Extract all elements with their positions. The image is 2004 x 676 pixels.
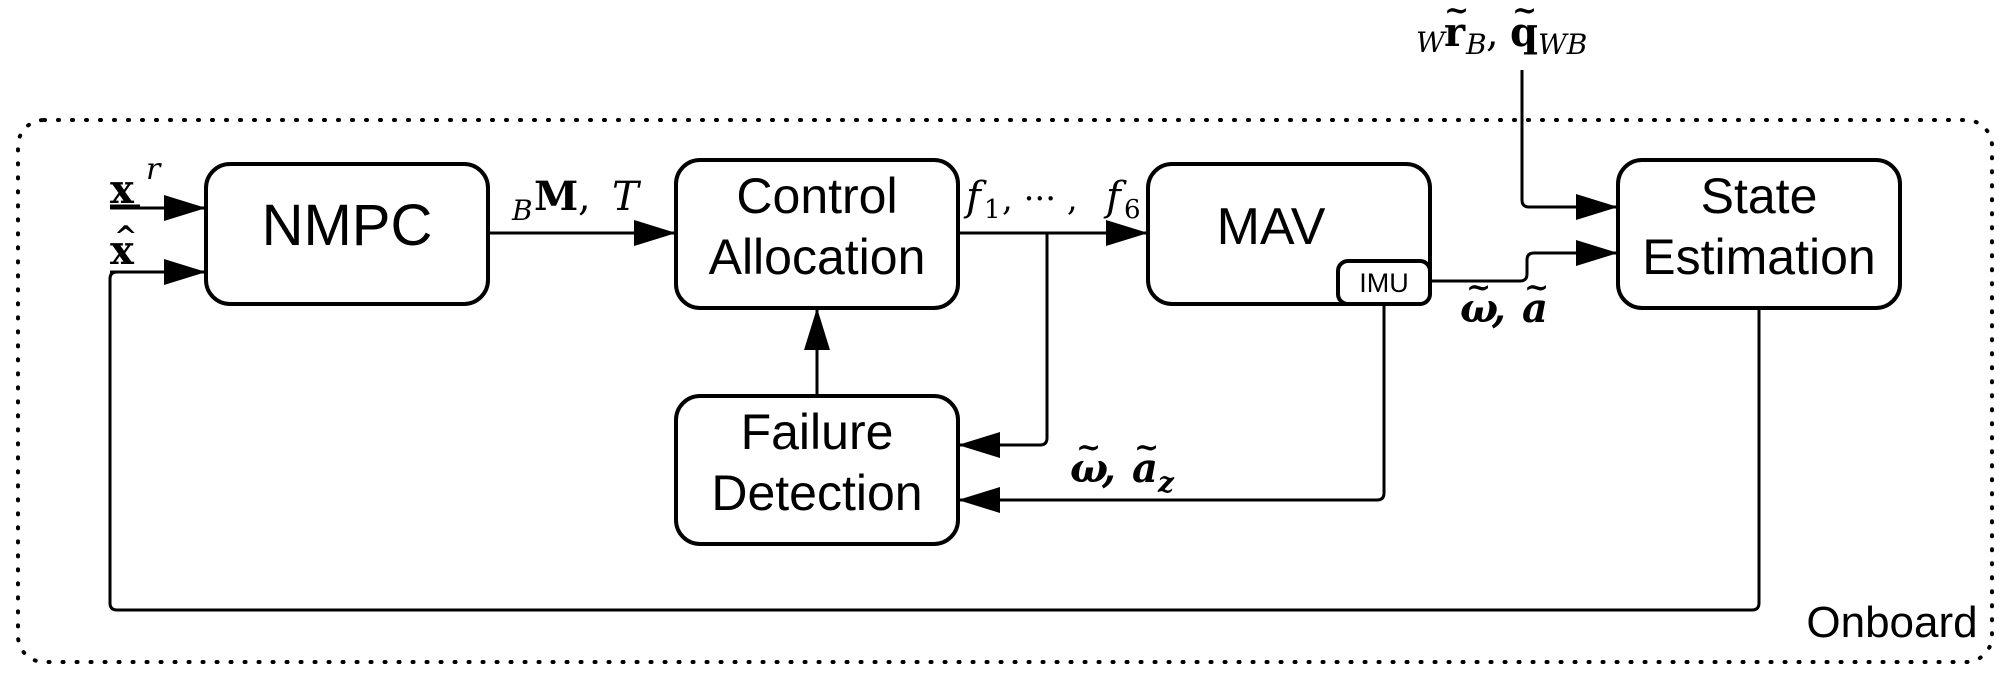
state-estimation-label-line2: Estimation (1642, 229, 1875, 285)
external-pose-label: W ~ r B , ~ q WB (1416, 0, 1587, 61)
imu-to-estimation-arrow (1430, 240, 1618, 283)
svg-text:r: r (146, 152, 162, 187)
estimated-state-label: ^ x (110, 220, 137, 274)
nmpc-label: NMPC (262, 193, 433, 258)
svg-text:~: ~ (1512, 0, 1537, 28)
failure-detection-label-line1: Failure (741, 404, 894, 460)
svg-text:T: T (612, 174, 642, 220)
control-allocation-label-line2: Allocation (709, 229, 926, 285)
svg-text:~: ~ (1076, 430, 1101, 465)
imu-block: IMU (1336, 259, 1432, 306)
reference-state-label: x r (110, 152, 162, 213)
svg-text:,: , (1491, 285, 1506, 332)
imu-to-failure-arrow (958, 304, 1386, 513)
svg-text:,: , (1486, 10, 1499, 56)
state-estimation-block: State Estimation (1616, 158, 1902, 310)
svg-text:a: a (1132, 445, 1158, 492)
imu-to-estimation-label: ~ ω , ~ a (1460, 270, 1549, 332)
svg-text:~: ~ (1444, 0, 1469, 28)
state-feedback-line (108, 270, 1761, 612)
failure-detection-label-line2: Detection (711, 465, 922, 521)
moment-thrust-label: B M , T (511, 173, 642, 227)
state-estimation-label-line1: State (1701, 168, 1818, 224)
control-allocation-label-line1: Control (736, 168, 897, 224)
svg-text:x: x (110, 227, 135, 274)
svg-text:ω: ω (1460, 285, 1498, 332)
svg-text:6: 6 (1124, 195, 1141, 225)
rotor-forces-label: f 1 , ··· , f 6 (963, 174, 1141, 225)
external-pose-arrow (1520, 70, 1618, 220)
svg-text:,: , (1101, 445, 1116, 492)
forces-to-failure-arrow (958, 233, 1049, 458)
svg-text:~: ~ (1466, 270, 1491, 305)
svg-text:~: ~ (1524, 270, 1549, 305)
failure-detection-block: Failure Detection (674, 394, 960, 546)
svg-text:q: q (1510, 9, 1538, 56)
control-allocation-block: Control Allocation (674, 158, 960, 310)
svg-text:M: M (534, 173, 578, 220)
svg-text:z: z (1157, 466, 1175, 499)
svg-text:,: , (578, 174, 591, 220)
svg-text:WB: WB (1538, 28, 1587, 61)
imu-to-failure-label: ~ ω , ~ a z (1070, 430, 1175, 499)
imu-label: IMU (1359, 268, 1409, 298)
svg-text:r: r (1444, 9, 1466, 56)
svg-text:^: ^ (114, 220, 137, 253)
mav-label: MAV (1217, 198, 1326, 256)
svg-text:B: B (1465, 28, 1487, 61)
svg-text:a: a (1522, 285, 1548, 332)
nmpc-block: NMPC (204, 162, 490, 306)
svg-text:ω: ω (1070, 445, 1108, 492)
svg-text:~: ~ (1134, 430, 1159, 465)
svg-text:B: B (511, 194, 533, 227)
onboard-label: Onboard (1806, 598, 1977, 647)
svg-text:1: 1 (984, 195, 1001, 225)
svg-text:W: W (1416, 26, 1447, 59)
svg-text:, ··· ,: , ··· , (1002, 179, 1078, 219)
